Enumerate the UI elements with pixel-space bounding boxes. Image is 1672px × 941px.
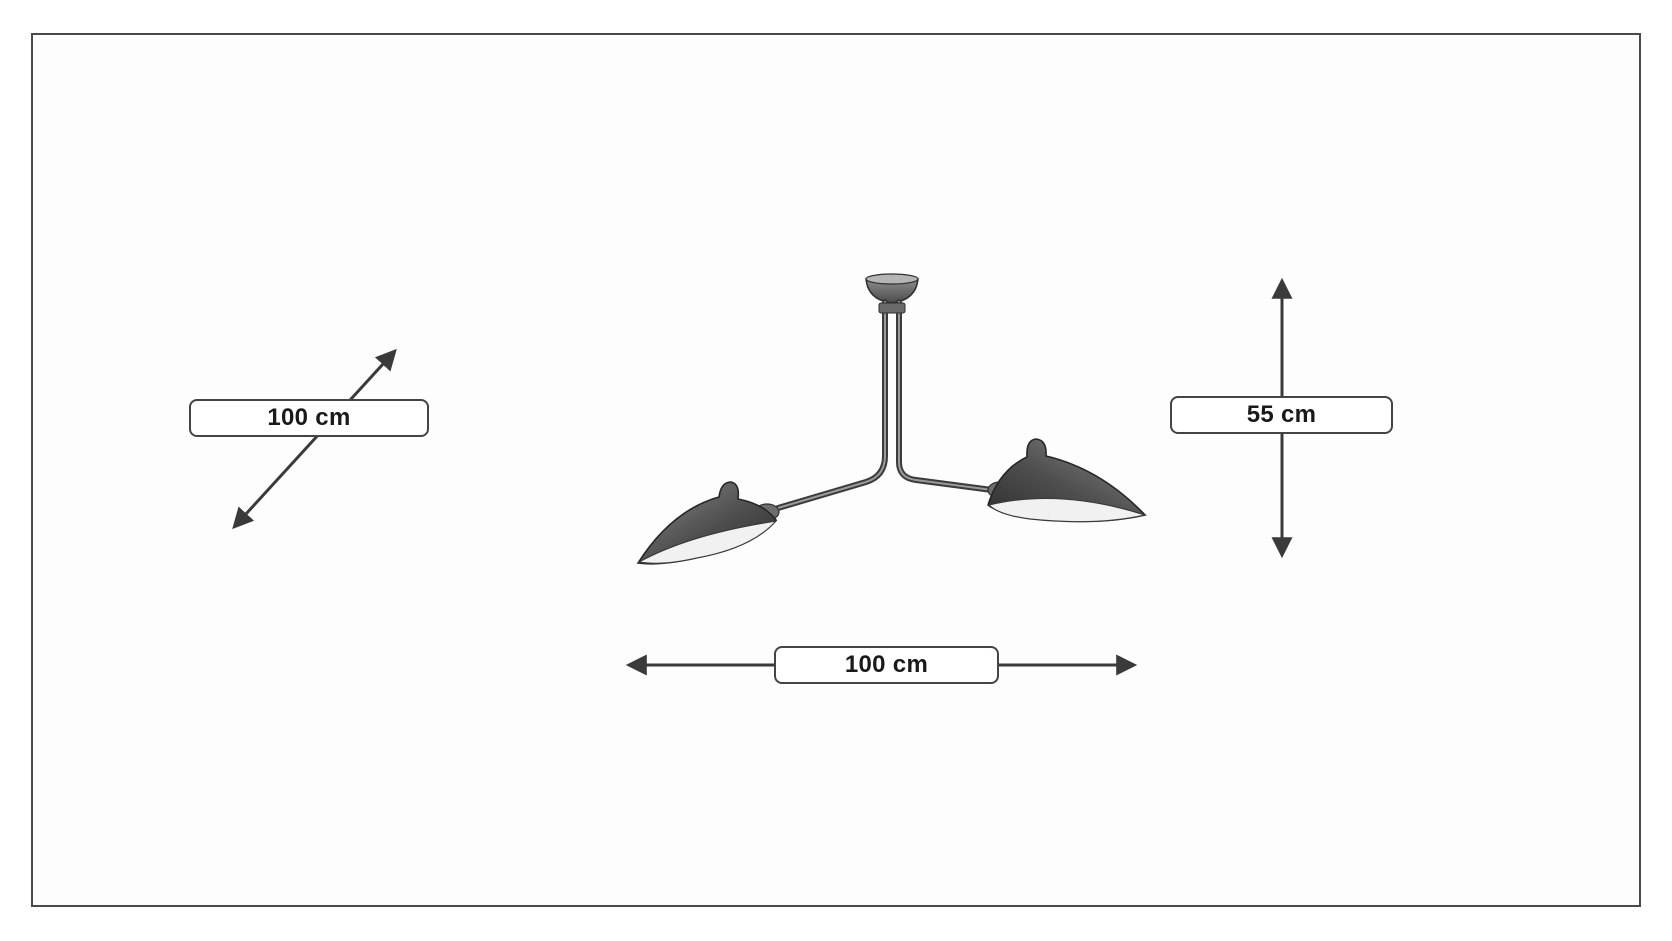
depth-arrow bbox=[232, 348, 397, 530]
lamp-right-shade bbox=[987, 438, 1148, 523]
depth-dimension-label: 100 cm bbox=[189, 399, 429, 437]
height-dimension-label: 55 cm bbox=[1170, 396, 1393, 434]
lamp-left-shade bbox=[636, 481, 778, 565]
lamp-canopy bbox=[865, 273, 919, 304]
width-dimension-label: 100 cm bbox=[774, 646, 999, 684]
lamp-stems bbox=[775, 299, 995, 511]
ceiling-lamp-illustration bbox=[636, 273, 1148, 565]
